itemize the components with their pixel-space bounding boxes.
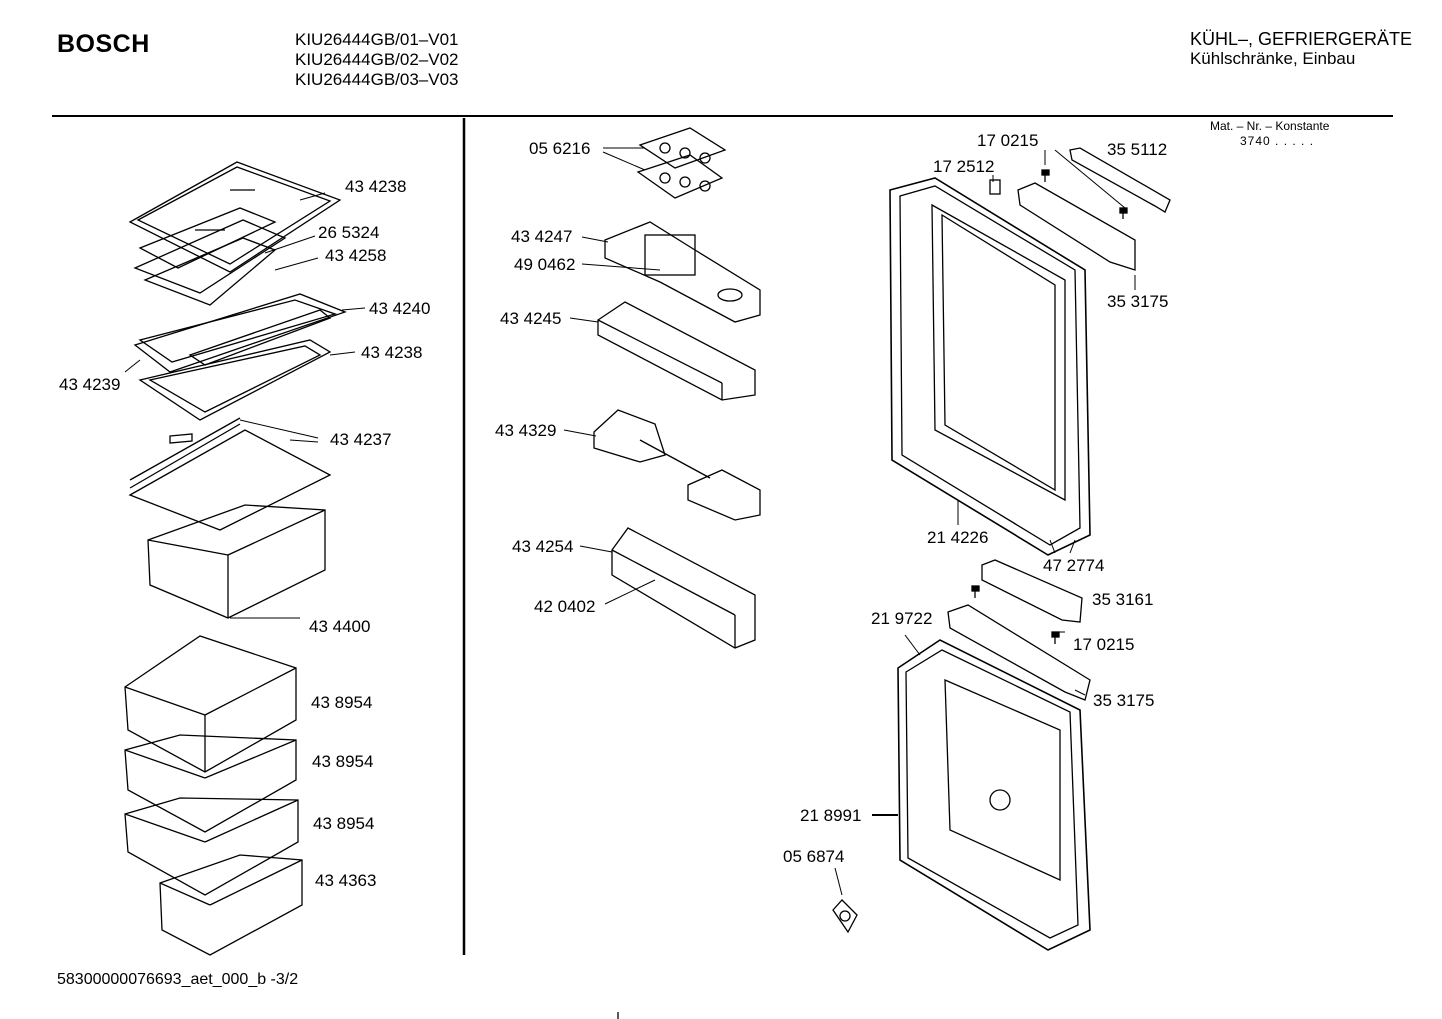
part-number-label: 43 8954 [313, 814, 375, 833]
model-number: KIU26444GB/03–V03 [295, 70, 459, 89]
part-number-label: 17 2512 [933, 157, 995, 176]
part-number-label: 49 0462 [514, 255, 576, 274]
thermostat-knob-drawing [832, 899, 858, 934]
part-number-label: 43 4254 [512, 537, 574, 556]
part-number-label: 35 3175 [1093, 691, 1155, 710]
part-number-label: 43 4245 [500, 309, 562, 328]
part-number-label: 05 6216 [529, 139, 591, 158]
part-number-label: 42 0402 [534, 597, 596, 616]
freezer-drawer-drawing [124, 635, 303, 956]
category-title: KÜHL–, GEFRIERGERÄTE Kühlschränke, Einba… [1189, 29, 1412, 69]
part-number-label: 43 4329 [495, 421, 557, 440]
part-number-label: 43 4363 [315, 871, 377, 890]
part-number-label: 43 8954 [312, 752, 374, 771]
part-number-label: 21 4226 [927, 528, 989, 547]
shelf-top-drawing [128, 161, 342, 273]
part-number-label: 05 6874 [783, 847, 845, 866]
model-number: KIU26444GB/01–V01 [295, 30, 459, 49]
part-number-label: 21 9722 [871, 609, 933, 628]
freezer-door-drawing [897, 639, 1091, 951]
hinge-upper-drawing [989, 147, 1171, 271]
shelf-glass-drawing [128, 417, 332, 531]
part-number-label: 43 4258 [325, 246, 387, 265]
category-line-1: KÜHL–, GEFRIERGERÄTE [1189, 29, 1412, 49]
part-number-label: 35 5112 [1107, 140, 1168, 159]
part-number-label: 17 0215 [977, 131, 1039, 150]
category-line-2: Kühlschränke, Einbau [1189, 49, 1356, 68]
model-list: KIU26444GB/01–V01 KIU26444GB/02–V02 KIU2… [295, 30, 459, 90]
document-id: 58300000076693_aet_000_b -3/2 [57, 971, 299, 988]
part-number-label: 43 4238 [361, 343, 423, 362]
fridge-door-drawing [889, 177, 1091, 556]
part-number-label: 21 8991 [800, 806, 862, 825]
part-number-label: 43 4239 [59, 375, 121, 394]
hinge-lower-drawing [947, 559, 1091, 701]
brand-logo: BOSCH [57, 30, 150, 58]
part-number-label: 35 3175 [1107, 292, 1169, 311]
crisper-drawer-drawing [147, 504, 326, 619]
door-shelf-drawing [593, 301, 761, 649]
screw-icons [971, 169, 1128, 644]
mat-nr-label: Mat. – Nr. – Konstante [1210, 119, 1330, 133]
model-number: KIU26444GB/02–V02 [295, 50, 459, 69]
part-number-label: 35 3161 [1092, 590, 1154, 609]
part-number-label: 43 4237 [330, 430, 392, 449]
part-number-label: 43 4400 [309, 617, 371, 636]
mat-nr-value: 3740 . . . . . [1240, 134, 1315, 148]
part-number-label: 26 5324 [318, 223, 380, 242]
part-number-label: 17 0215 [1073, 635, 1135, 654]
part-number-label: 43 8954 [311, 693, 373, 712]
leader-lines [124, 147, 1136, 896]
part-number-label: 47 2774 [1043, 556, 1105, 575]
part-number-label: 43 4240 [369, 299, 431, 318]
egg-tray-drawing [636, 127, 727, 199]
part-number-label: 43 4238 [345, 177, 407, 196]
butter-compartment-drawing [604, 221, 761, 323]
part-number-label: 43 4247 [511, 227, 573, 246]
